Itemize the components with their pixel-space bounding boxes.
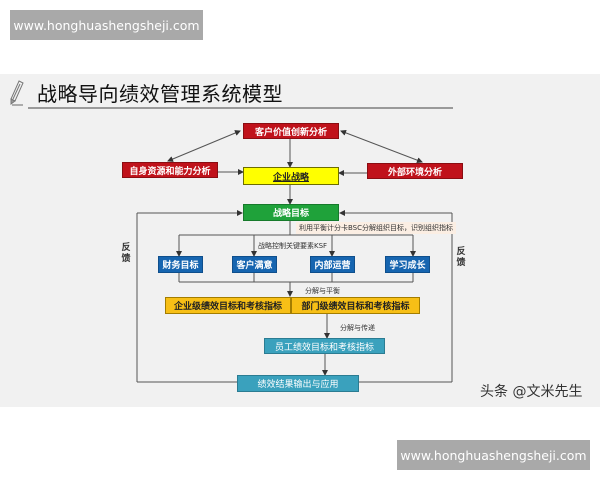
node-employee-kpi: 员工绩效目标和考核指标 bbox=[264, 338, 385, 354]
node-learning-growth: 学习成长 bbox=[385, 256, 430, 273]
author-credit: 头条 @文米先生 bbox=[480, 384, 583, 400]
pencil-icon bbox=[10, 80, 24, 106]
title-underline bbox=[28, 107, 453, 109]
node-enterprise-strategy: 企业战略 bbox=[243, 167, 339, 185]
node-enterprise-level-kpi: 企业级绩效目标和考核指标 bbox=[165, 297, 291, 314]
slide-title: 战略导向绩效管理系统模型 bbox=[37, 82, 283, 106]
node-customer-value-analysis: 客户价值创新分析 bbox=[243, 123, 339, 139]
watermark-bottom: www.honghuashengsheji.com bbox=[397, 440, 590, 470]
node-customer-satisfaction: 客户满意 bbox=[232, 256, 277, 273]
node-external-environment-analysis: 外部环境分析 bbox=[367, 163, 463, 179]
node-internal-operations: 内部运营 bbox=[310, 256, 355, 273]
watermark-top: www.honghuashengsheji.com bbox=[10, 10, 203, 40]
node-financial-goal: 财务目标 bbox=[158, 256, 203, 273]
label-feedback-left: 反馈 bbox=[121, 243, 131, 264]
node-strategic-goal: 战略目标 bbox=[243, 204, 339, 221]
annotation-ksf: 战略控制关键要素KSF bbox=[258, 242, 328, 250]
annotation-bsc: 利用平衡计分卡BSC分解组织目标，识别组织指标 bbox=[296, 222, 457, 234]
label-feedback-right: 反馈 bbox=[456, 247, 466, 268]
node-results-output: 绩效结果输出与应用 bbox=[237, 375, 359, 392]
annotation-decompose-transfer: 分解与传递 bbox=[340, 324, 375, 332]
annotation-decompose-balance: 分解与平衡 bbox=[305, 287, 340, 295]
node-self-resource-analysis: 自身资源和能力分析 bbox=[122, 162, 218, 178]
node-department-level-kpi: 部门级绩效目标和考核指标 bbox=[291, 297, 420, 314]
